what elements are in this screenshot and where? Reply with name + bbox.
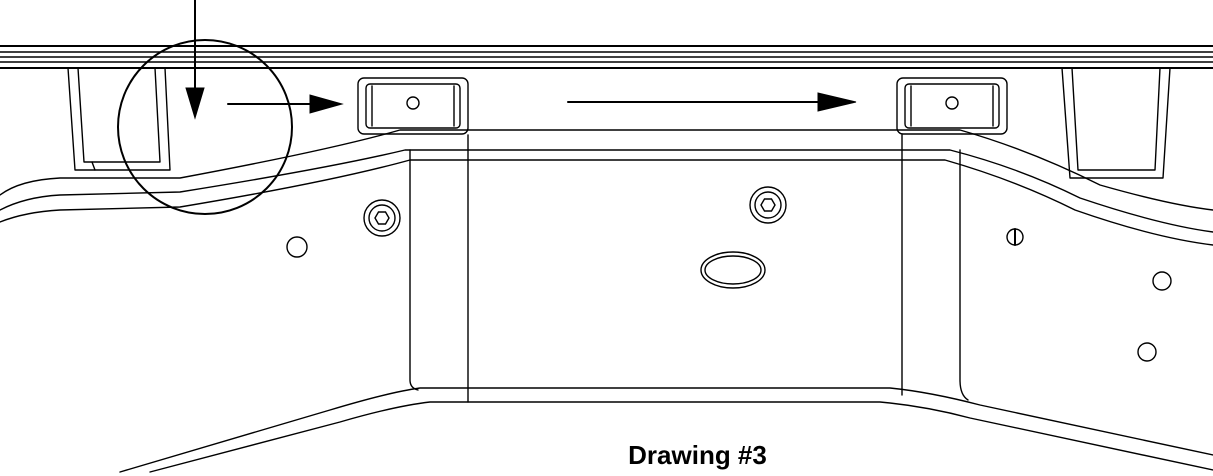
mounting-bracket-right <box>896 77 1008 135</box>
top-rail <box>0 45 1213 69</box>
slot-hole-inner <box>704 255 762 285</box>
hole-right-lower <box>1137 342 1157 362</box>
left-hanger-bracket <box>67 67 171 171</box>
mounting-bracket-left <box>357 77 469 135</box>
hole-left <box>286 236 308 258</box>
down-arrow <box>185 0 205 120</box>
right-arrow-long <box>567 92 857 112</box>
hex-bolt-center <box>749 186 787 224</box>
rivet-right <box>1006 228 1024 246</box>
right-arrow-short <box>227 94 344 114</box>
right-hanger-bracket <box>1061 67 1171 179</box>
crossmember-lower-outline <box>119 387 1213 473</box>
vertical-plate-lines <box>409 134 969 403</box>
caption-text: Drawing #3 <box>628 440 767 470</box>
hex-bolt-left <box>363 199 401 237</box>
crossmember-upper-outline <box>0 129 1213 246</box>
drawing-caption: Drawing #3 <box>0 440 1213 470</box>
slot-hole <box>700 251 766 289</box>
detail-circle <box>117 39 293 215</box>
hole-right-upper <box>1152 271 1172 291</box>
